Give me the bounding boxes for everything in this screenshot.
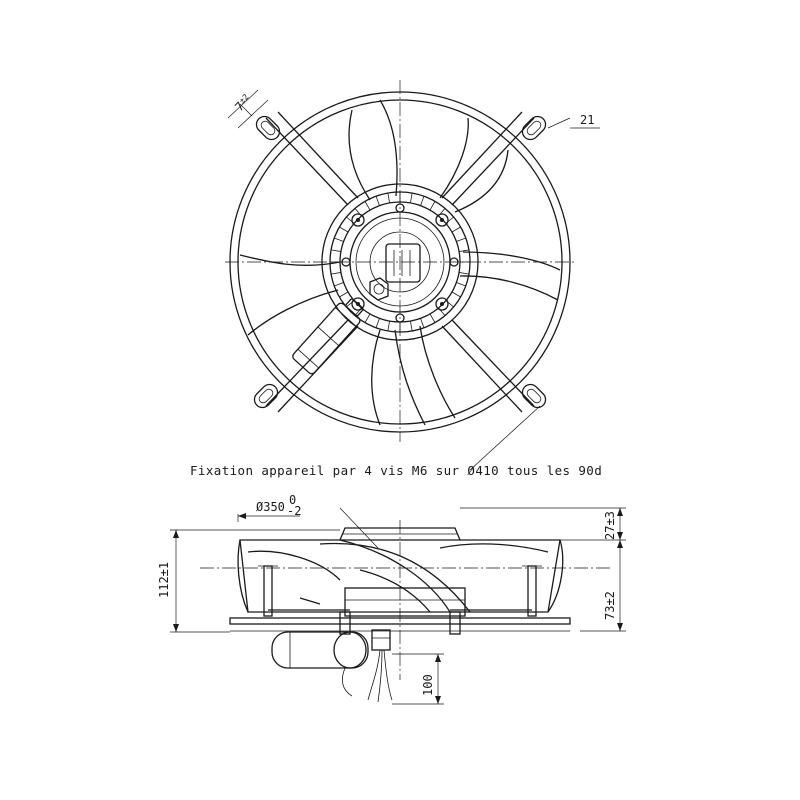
cable-gland-nut [369, 277, 389, 301]
support-struts [265, 111, 535, 413]
right-dimensions: 27±3 73±2 [460, 507, 626, 632]
rating-plate [385, 243, 421, 283]
screw-right [449, 611, 461, 635]
overall-height-dimension: 112±1 [157, 529, 340, 633]
bottom-offset-label: 73±2 [603, 591, 617, 620]
screw-left [339, 611, 351, 635]
hub-rib [429, 313, 436, 323]
side-view: Ø350 0 -2 112±1 27±3 73±2 [157, 493, 626, 705]
hub-rib [364, 313, 371, 323]
mounting-ear-bottom-right [521, 383, 547, 409]
mounting-ears [253, 115, 547, 409]
hub-rib [429, 201, 436, 211]
mounting-note: Fixation appareil par 4 vis M6 sur Ø410 … [190, 463, 602, 478]
overall-height-label: 112±1 [157, 562, 171, 598]
hub-rib [451, 291, 461, 298]
hub-rib [330, 272, 341, 275]
capacitor [292, 298, 364, 375]
hub-rib [459, 272, 470, 275]
hub-rib [456, 282, 466, 287]
hub-rib [334, 282, 344, 287]
hub-screws [341, 203, 459, 323]
fan-blades [239, 99, 561, 426]
hub-rib [420, 196, 425, 206]
hub-rib [459, 249, 470, 252]
cable-length-dimension: 100 [392, 653, 444, 705]
mounting-ear-bottom-left [253, 383, 279, 409]
hub-rib [451, 226, 461, 233]
hub-rib [456, 237, 466, 242]
hub-rib [339, 226, 349, 233]
hub-rib [375, 196, 380, 206]
ear-width-dimension: 21 [547, 113, 600, 129]
diameter-leader [339, 507, 379, 549]
motor-body [344, 587, 466, 617]
inner-guard-ring [237, 99, 563, 425]
diameter-dimension: Ø350 0 -2 [237, 493, 301, 522]
mounting-ear-top-left [255, 115, 281, 141]
hub-rib [339, 291, 349, 298]
hub-rib [410, 192, 413, 203]
svg-text:0: 0 [289, 493, 296, 507]
side-capacitor [271, 631, 369, 669]
hub-rib [334, 237, 344, 242]
cable-exit [341, 629, 393, 703]
mounting-ear-top-right [521, 115, 547, 141]
hub-rib [364, 201, 371, 211]
top-offset-label: 27±3 [603, 511, 617, 540]
hub-rib [420, 318, 425, 328]
hub-rib [330, 249, 341, 252]
slot-width-dimension: 7±2 [227, 89, 269, 129]
mounting-plate [229, 617, 571, 625]
outer-guard-ring [229, 91, 571, 433]
hub-rib [410, 321, 413, 332]
ear-width-label: 21 [580, 113, 594, 127]
frame-brackets [258, 565, 542, 617]
hub-rib [387, 192, 390, 203]
svg-text:-2: -2 [287, 504, 301, 518]
front-view: 7±2 21 [225, 80, 600, 471]
cable-length-label: 100 [421, 674, 435, 696]
diameter-label: Ø350 [256, 500, 285, 514]
hub-rib [387, 321, 390, 332]
diameter-leader-line [469, 405, 541, 471]
hub-rib [375, 318, 380, 328]
side-blade-profiles [247, 539, 549, 613]
motor-hub [321, 183, 479, 341]
